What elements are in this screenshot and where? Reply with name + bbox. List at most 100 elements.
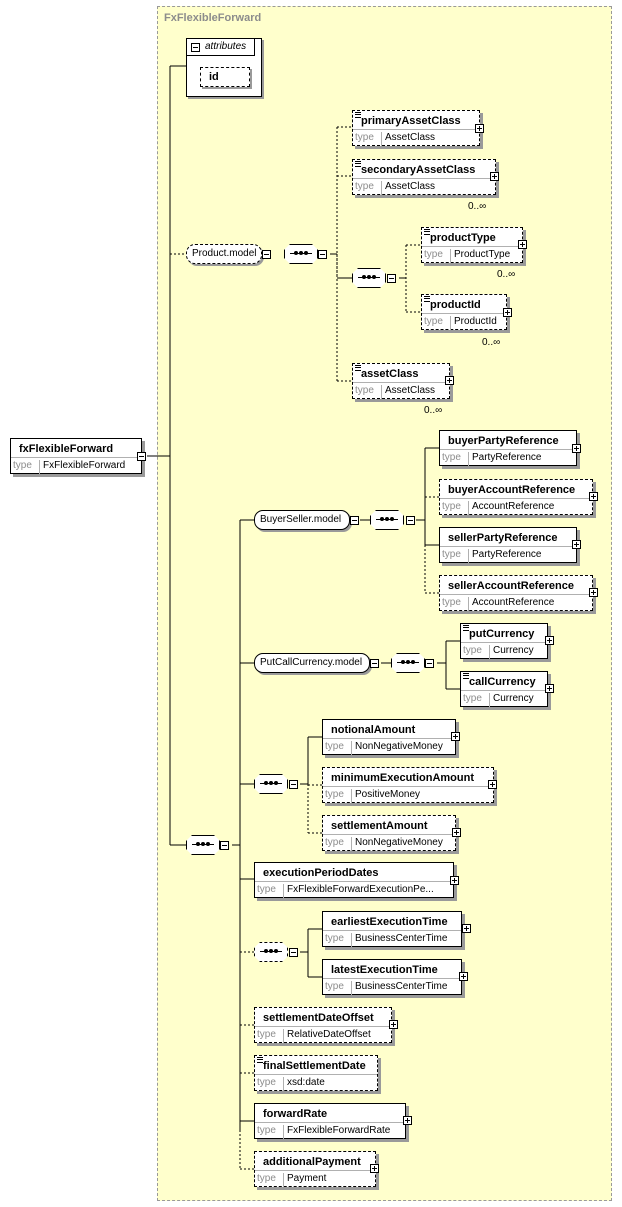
expand-icon[interactable]	[572, 540, 581, 549]
attributes-tab[interactable]: attributes	[187, 39, 255, 56]
element-name: additionalPayment	[263, 1156, 361, 1168]
expand-icon[interactable]	[462, 924, 471, 933]
buyer-seller-model-group[interactable]: BuyerSeller.model	[254, 510, 350, 530]
cardinality-label: 0..∞	[468, 201, 487, 212]
element-name: executionPeriodDates	[263, 867, 379, 879]
element-name: putCurrency	[469, 628, 535, 640]
element-name: earliestExecutionTime	[331, 916, 448, 928]
sequence-compositor[interactable]	[254, 942, 288, 962]
expand-icon[interactable]	[488, 780, 497, 789]
put-call-currency-model-group[interactable]: PutCallCurrency.model	[254, 653, 370, 673]
sequence-compositor[interactable]	[352, 268, 386, 288]
collapse-icon[interactable]	[406, 516, 415, 525]
element-name: settlementAmount	[331, 820, 428, 832]
sequence-compositor[interactable]	[284, 244, 318, 264]
collapse-icon[interactable]	[370, 659, 379, 668]
attribute-id[interactable]: id	[200, 67, 250, 87]
group-label: Product.model	[192, 248, 257, 259]
expand-icon[interactable]	[450, 876, 459, 885]
expand-icon[interactable]	[545, 636, 554, 645]
cardinality-label: 0..∞	[424, 405, 443, 416]
expand-icon[interactable]	[518, 240, 527, 249]
expand-icon[interactable]	[451, 732, 460, 741]
collapse-icon[interactable]	[289, 780, 298, 789]
element-name: productId	[430, 299, 481, 311]
sequence-compositor[interactable]	[391, 653, 425, 673]
expand-icon[interactable]	[459, 972, 468, 981]
expand-icon[interactable]	[370, 1164, 379, 1173]
expand-icon[interactable]	[503, 308, 512, 317]
collapse-icon[interactable]	[387, 274, 396, 283]
element-name: secondaryAssetClass	[361, 164, 476, 176]
element-executionPeriodDates[interactable]: executionPeriodDates type FxFlexibleForwa…	[254, 862, 454, 898]
type-label: type	[325, 933, 344, 944]
expand-icon[interactable]	[452, 828, 461, 837]
type-value: AccountReference	[468, 597, 554, 611]
collapse-icon[interactable]	[137, 452, 146, 461]
sequence-compositor[interactable]	[370, 510, 404, 530]
collapse-icon[interactable]	[350, 516, 359, 525]
type-label: type	[257, 884, 276, 895]
expand-icon[interactable]	[389, 1020, 398, 1029]
documentation-icon	[355, 112, 361, 118]
collapse-icon[interactable]	[318, 250, 327, 259]
documentation-icon	[424, 296, 430, 302]
collapse-icon[interactable]	[262, 250, 271, 259]
sequence-compositor[interactable]	[254, 774, 288, 794]
element-name: sellerPartyReference	[448, 532, 558, 544]
documentation-icon	[424, 229, 430, 235]
element-name: primaryAssetClass	[361, 115, 461, 127]
documentation-icon	[355, 365, 361, 371]
collapse-icon[interactable]	[289, 948, 298, 957]
expand-icon[interactable]	[475, 124, 484, 133]
type-label: type	[355, 132, 374, 143]
type-value: FxFlexibleForwardRate	[283, 1125, 390, 1139]
type-label: type	[442, 501, 461, 512]
element-name: notionalAmount	[331, 724, 416, 736]
expand-icon[interactable]	[445, 376, 454, 385]
attributes-label: attributes	[205, 41, 247, 52]
element-name: buyerPartyReference	[448, 435, 559, 447]
type-value: NonNegativeMoney	[351, 837, 443, 851]
collapse-icon[interactable]	[425, 659, 434, 668]
element-name: buyerAccountReference	[448, 484, 576, 496]
expand-icon[interactable]	[490, 172, 499, 181]
type-label: type	[325, 741, 344, 752]
expand-icon[interactable]	[403, 1116, 412, 1125]
type-value: AssetClass	[381, 181, 435, 195]
collapse-icon[interactable]	[220, 841, 229, 850]
expand-icon[interactable]	[545, 684, 554, 693]
type-value: PositiveMoney	[351, 789, 420, 803]
expand-icon[interactable]	[589, 588, 598, 597]
type-label: type	[442, 597, 461, 608]
expand-icon[interactable]	[572, 444, 581, 453]
product-model-group[interactable]: Product.model	[186, 244, 262, 264]
collapse-icon[interactable]	[191, 43, 200, 52]
type-value: FxFlexibleForwardExecutionPe...	[283, 884, 434, 898]
type-label: type	[424, 249, 443, 260]
expand-icon[interactable]	[589, 492, 598, 501]
main-sequence-compositor[interactable]	[186, 835, 220, 855]
